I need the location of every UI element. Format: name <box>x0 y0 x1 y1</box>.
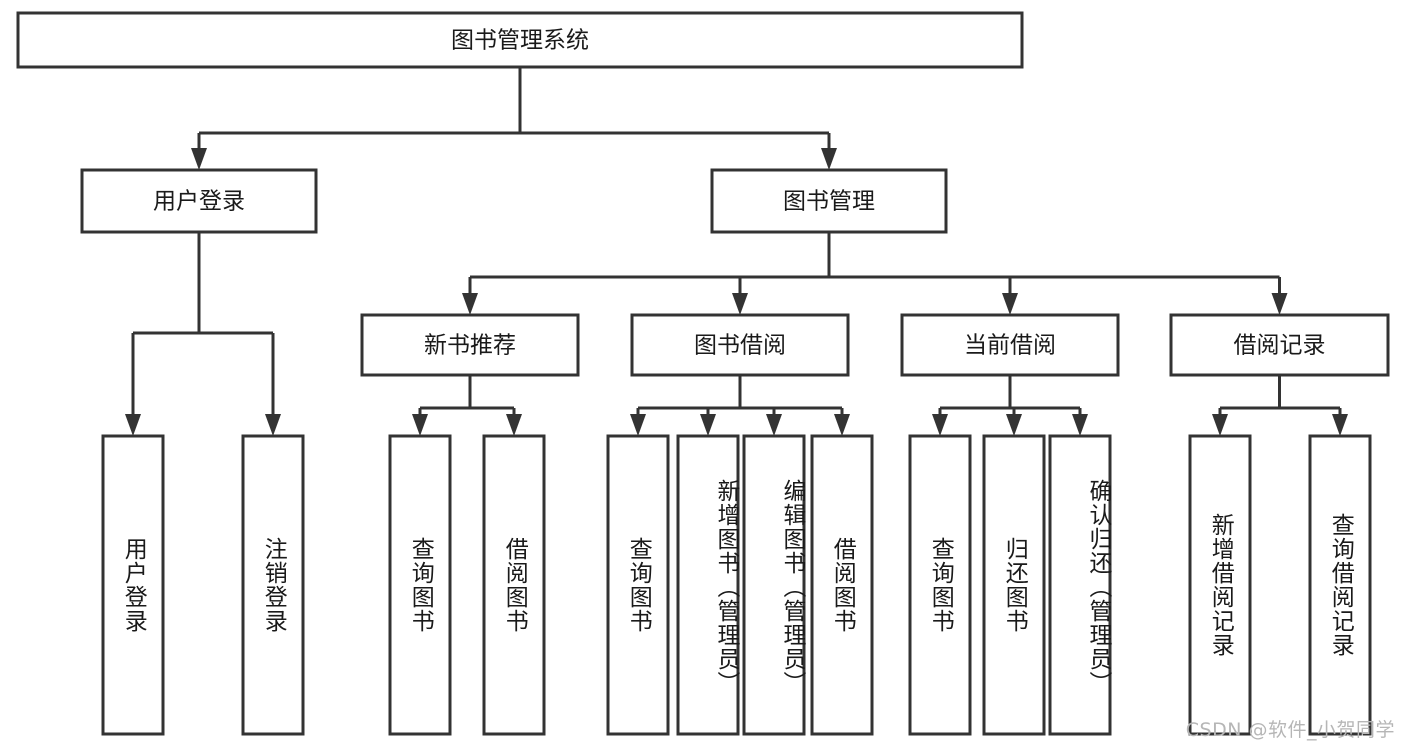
node-box[interactable] <box>1188 434 1252 736</box>
node-box[interactable] <box>810 434 874 736</box>
node-box[interactable] <box>388 434 452 736</box>
arrow-head-icon <box>1002 293 1018 315</box>
node-box[interactable] <box>908 434 972 736</box>
node-label: 新书推荐 <box>424 333 516 359</box>
node-label: 用户登录 <box>153 189 245 215</box>
arrow-head-icon <box>700 414 716 436</box>
csdn-watermark: CSDN @软件_小贺同学 <box>1185 719 1395 741</box>
node-level2-0[interactable]: 新书推荐 <box>360 313 580 377</box>
arrow-head-icon <box>821 148 837 170</box>
node-box[interactable] <box>742 434 806 736</box>
node-box[interactable] <box>630 313 850 377</box>
node-leaf-2[interactable] <box>388 434 452 736</box>
arrow-head-icon <box>506 414 522 436</box>
node-box[interactable] <box>80 168 318 234</box>
node-root[interactable]: 图书管理系统 <box>16 11 1024 69</box>
node-level2-3[interactable]: 借阅记录 <box>1169 313 1390 377</box>
node-label: 图书管理系统 <box>451 28 589 54</box>
arrow-head-icon <box>191 148 207 170</box>
node-label: 图书管理 <box>783 189 875 215</box>
node-box[interactable] <box>1048 434 1112 736</box>
node-leaf-12[interactable] <box>1308 434 1372 736</box>
node-box[interactable] <box>710 168 948 234</box>
node-leaf-7[interactable] <box>810 434 874 736</box>
node-leaf-3[interactable] <box>482 434 546 736</box>
node-leaf-4[interactable] <box>606 434 670 736</box>
arrow-head-icon <box>412 414 428 436</box>
node-leaf-5[interactable] <box>676 434 740 736</box>
node-level2-2[interactable]: 当前借阅 <box>900 313 1120 377</box>
node-label: 借阅记录 <box>1234 333 1326 359</box>
arrow-head-icon <box>265 414 281 436</box>
connector-edges <box>125 67 1348 436</box>
node-box[interactable] <box>482 434 546 736</box>
node-box[interactable] <box>1169 313 1390 377</box>
node-level1-0[interactable]: 用户登录 <box>80 168 318 234</box>
node-leaf-9[interactable] <box>982 434 1046 736</box>
arrow-head-icon <box>1332 414 1348 436</box>
node-box[interactable] <box>360 313 580 377</box>
node-label: 图书借阅 <box>694 333 786 359</box>
arrow-head-icon <box>462 293 478 315</box>
node-box[interactable] <box>676 434 740 736</box>
node-box[interactable] <box>16 11 1024 69</box>
arrow-head-icon <box>1212 414 1228 436</box>
node-leaf-0[interactable] <box>101 434 165 736</box>
node-level1-1[interactable]: 图书管理 <box>710 168 948 234</box>
arrow-head-icon <box>1072 414 1088 436</box>
node-leaf-1[interactable] <box>241 434 305 736</box>
node-box[interactable] <box>606 434 670 736</box>
node-box[interactable] <box>1308 434 1372 736</box>
node-box[interactable] <box>982 434 1046 736</box>
arrow-head-icon <box>834 414 850 436</box>
arrow-head-icon <box>932 414 948 436</box>
node-box[interactable] <box>101 434 165 736</box>
arrow-head-icon <box>732 293 748 315</box>
node-box[interactable] <box>241 434 305 736</box>
node-level2-1[interactable]: 图书借阅 <box>630 313 850 377</box>
node-leaf-10[interactable] <box>1048 434 1112 736</box>
arrow-head-icon <box>766 414 782 436</box>
arrow-head-icon <box>1271 293 1288 315</box>
arrow-head-icon <box>630 414 646 436</box>
node-leaf-6[interactable] <box>742 434 806 736</box>
node-box[interactable] <box>900 313 1120 377</box>
node-label: 当前借阅 <box>964 333 1056 359</box>
arrow-head-icon <box>125 414 141 436</box>
node-leaf-11[interactable] <box>1188 434 1252 736</box>
node-leaf-8[interactable] <box>908 434 972 736</box>
arrow-head-icon <box>1006 414 1022 436</box>
